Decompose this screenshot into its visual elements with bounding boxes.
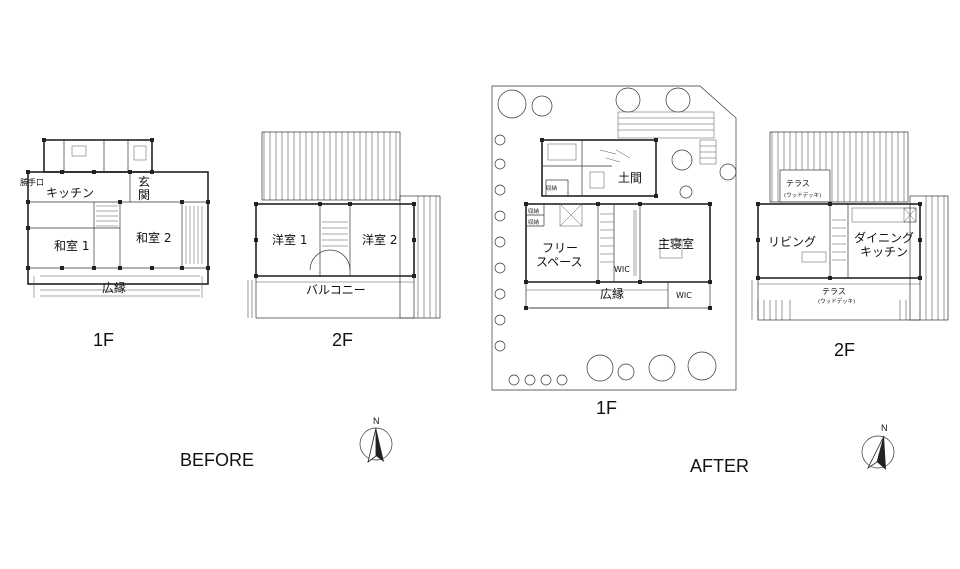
before-title: BEFORE <box>180 450 254 470</box>
tree-icons <box>494 87 737 386</box>
compass-before: N <box>359 416 393 463</box>
washitsu1-label: 和室 1 <box>54 238 89 253</box>
terrace-top-label: テラス <box>786 179 810 188</box>
terrace-bottom-label: テラス <box>822 287 846 296</box>
storage-left2-label: 収納 <box>528 218 540 226</box>
before-1f-plan: 勝手口 キッチン 玄 関 和室 1 和室 2 広縁 1F <box>20 138 210 350</box>
free-space-label-2: スペース <box>536 255 583 269</box>
north-label-before: N <box>373 416 380 426</box>
after-engawa-label: 広縁 <box>600 286 624 301</box>
terrace-top-sub-label: (ウッドデッキ) <box>784 191 821 199</box>
storage-left1-label: 収納 <box>528 207 540 215</box>
before-2f-floor-label: 2F <box>332 330 353 350</box>
storage-top-label: 収納 <box>546 184 558 192</box>
kitchen-label: キッチン <box>46 186 94 200</box>
entrance-label-1: 玄 <box>138 174 150 189</box>
washitsu2-label: 和室 2 <box>136 230 171 245</box>
compass-after: N <box>861 423 895 470</box>
before-1f-floor-label: 1F <box>93 330 114 350</box>
before-2f-plan: 洋室 1 洋室 2 バルコニー 2F <box>247 131 441 350</box>
wic2-label: WIC <box>676 291 692 300</box>
balcony-label: バルコニー <box>306 283 366 297</box>
master-bedroom-label: 主寝室 <box>658 236 694 251</box>
after-2f-floor-label: 2F <box>834 340 855 360</box>
back-door-label: 勝手口 <box>20 177 44 187</box>
wic1-label: WIC <box>614 265 630 274</box>
after-title: AFTER <box>690 456 749 476</box>
after-1f-plan: 土間 収納 収納 収納 フリー スペース WIC 主寝室 広縁 WIC 1F <box>491 85 737 418</box>
after-2f-plan: テラス (ウッドデッキ) リビング ダイニング キッチン テラス (ウッドデッキ… <box>751 131 949 360</box>
north-label-after: N <box>881 423 888 433</box>
yoshitsu2-label: 洋室 2 <box>362 232 397 247</box>
yoshitsu1-label: 洋室 1 <box>272 232 307 247</box>
dining-label-2: キッチン <box>860 245 908 259</box>
living-label: リビング <box>768 235 816 249</box>
doma-label: 土間 <box>618 171 642 185</box>
terrace-bottom-sub-label: (ウッドデッキ) <box>818 297 855 305</box>
dining-label-1: ダイニング <box>854 230 914 245</box>
after-1f-floor-label: 1F <box>596 398 617 418</box>
free-space-label-1: フリー <box>542 241 578 255</box>
before-engawa-label: 広縁 <box>102 280 126 295</box>
entrance-label-2: 関 <box>138 188 150 202</box>
